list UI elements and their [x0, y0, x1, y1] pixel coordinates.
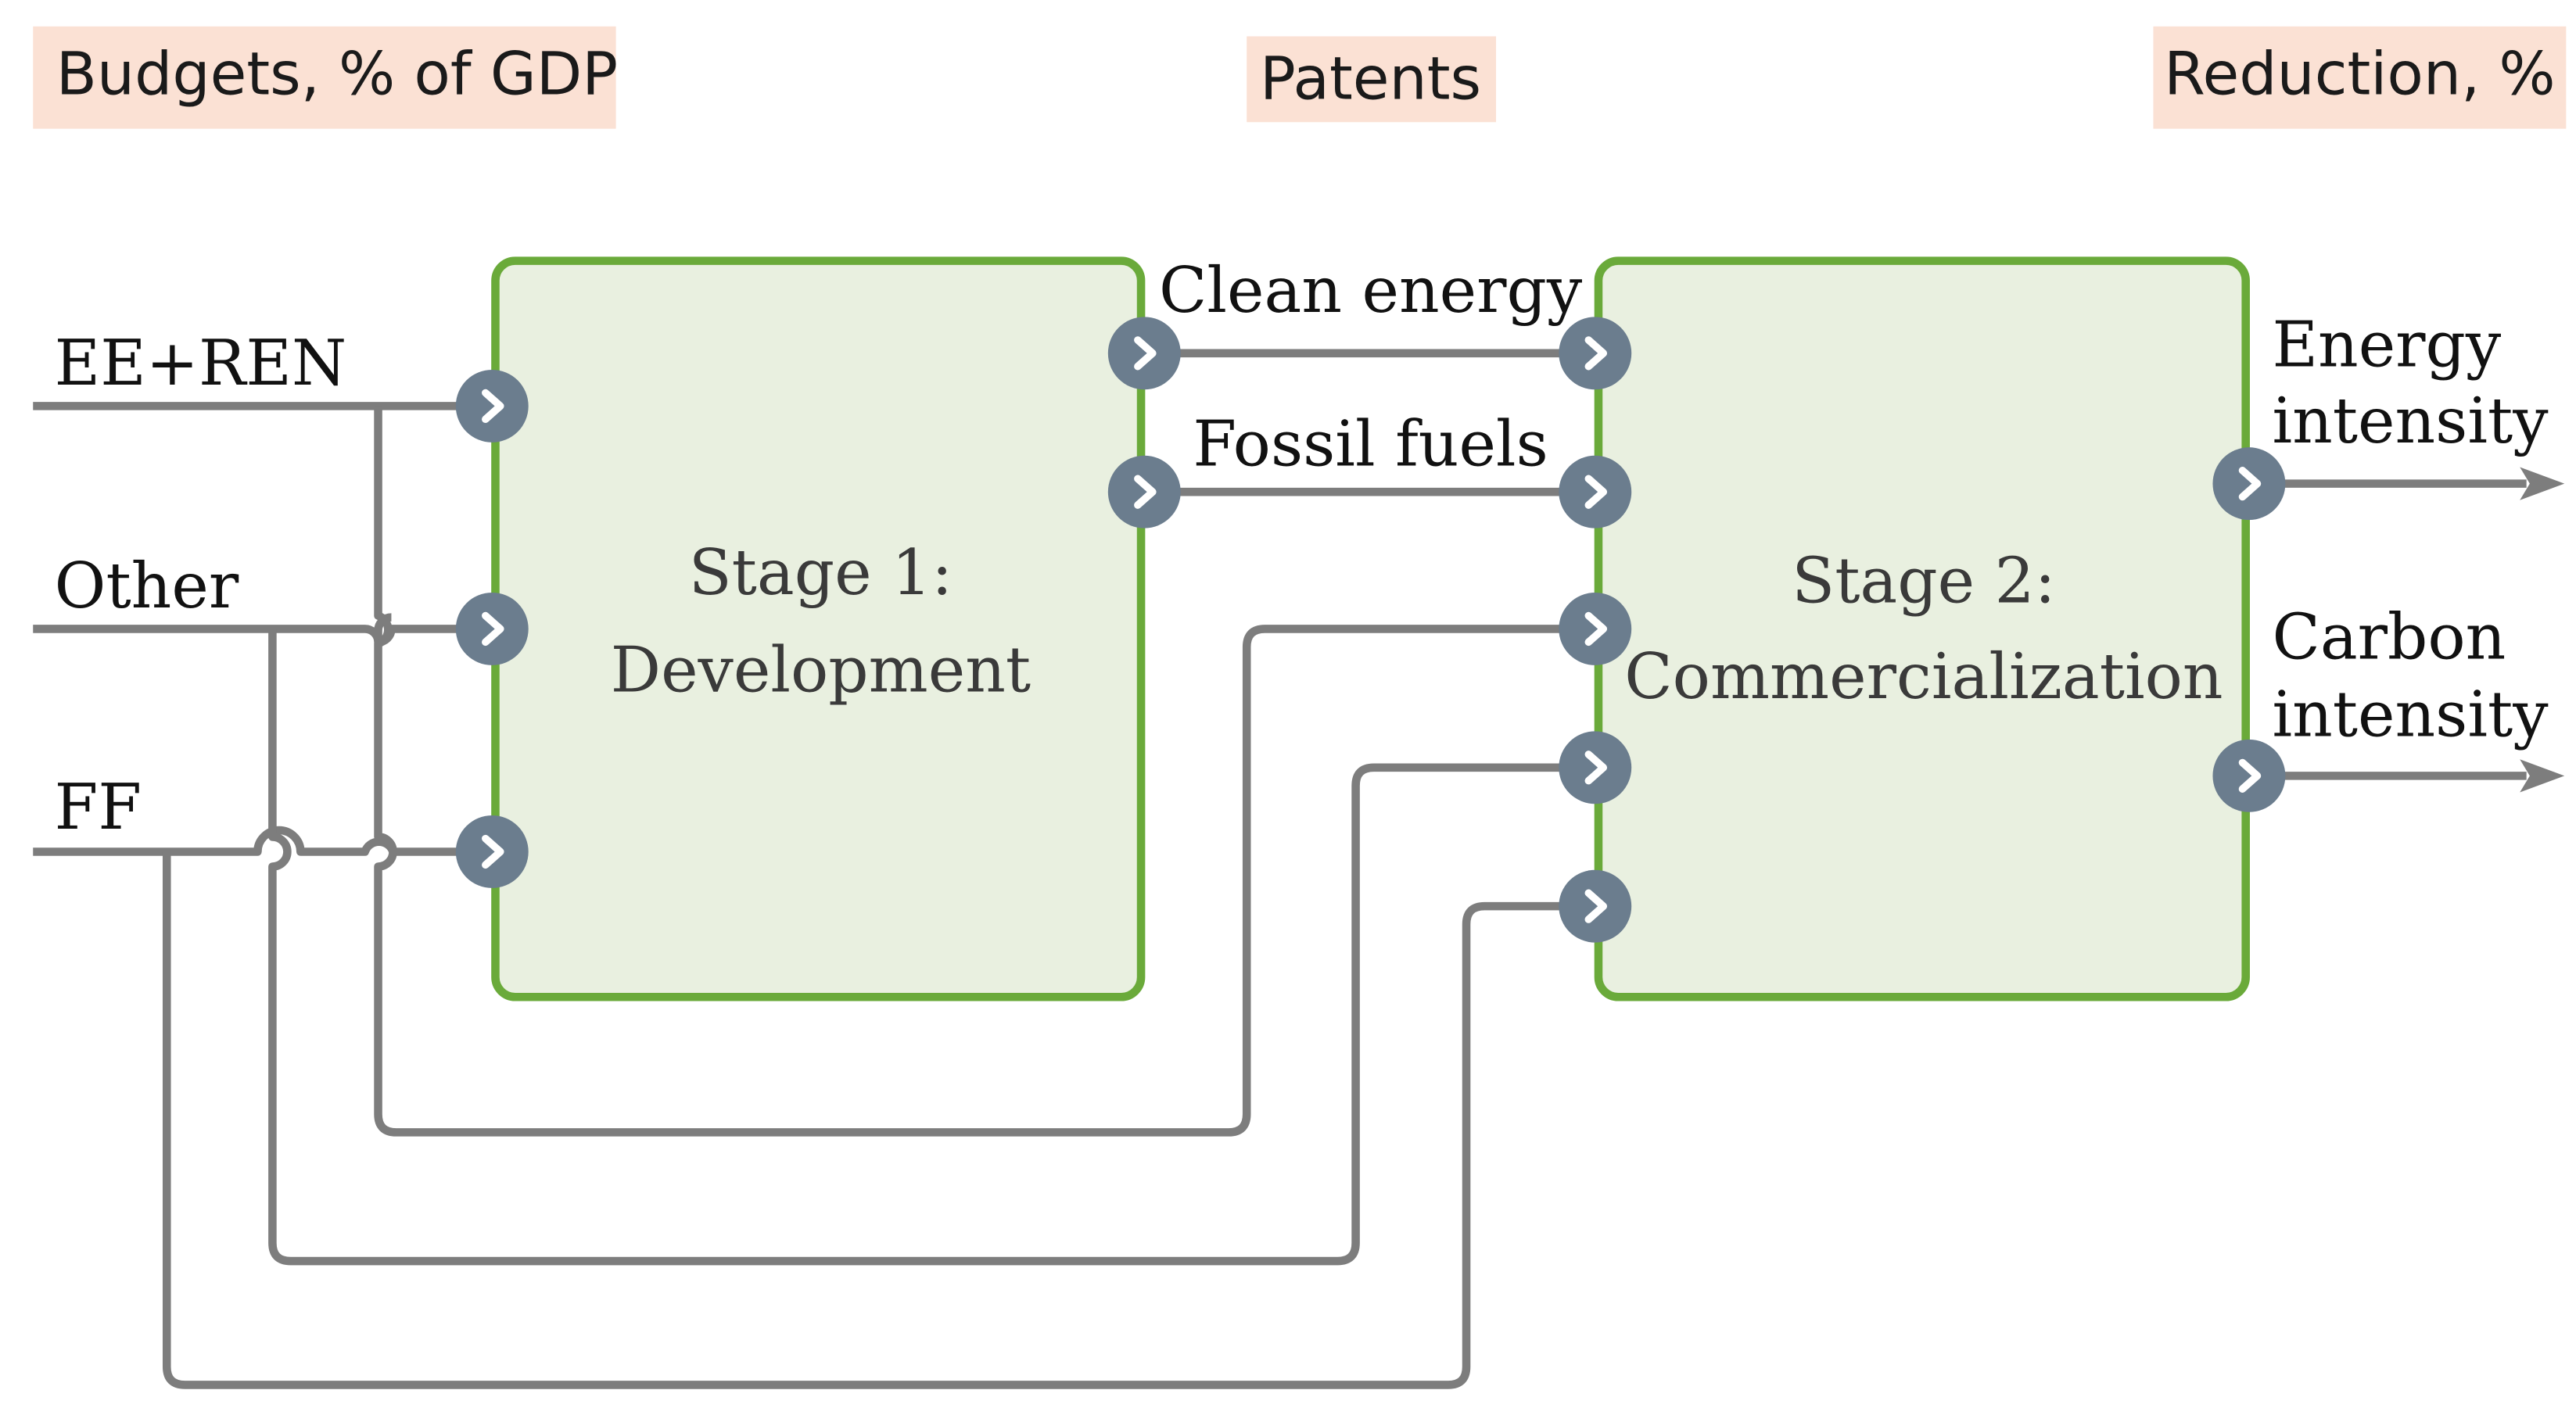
port-stage2-in-fossil-icon	[1559, 455, 1632, 528]
port-stage1-out-clean-icon	[1107, 317, 1181, 390]
bypass-wires	[162, 406, 1595, 1389]
header-budgets-bg	[33, 26, 616, 129]
patent-wires	[1144, 349, 1595, 496]
port-stage1-in-other-icon	[455, 592, 529, 665]
header-reduction-text: Reduction, %	[2164, 38, 2555, 108]
port-stage2-in-other-icon	[1559, 731, 1632, 804]
output-wires	[2248, 467, 2565, 793]
output-label-energy-2: intensity	[2272, 385, 2549, 457]
output-label-energy-1: Energy	[2272, 309, 2501, 382]
ports	[455, 317, 2286, 943]
stage2-box	[1594, 256, 2250, 1001]
stage1-box	[491, 256, 1146, 1001]
header-reduction: Reduction, %	[2153, 26, 2567, 129]
port-stage1-in-ff-icon	[455, 815, 529, 888]
patent-label-fossil: Fossil fuels	[1193, 407, 1548, 480]
wire-eeren-bypass	[374, 406, 1595, 1137]
stage1-subtitle: Development	[611, 634, 1031, 707]
output-label-carbon-2: intensity	[2272, 679, 2549, 751]
header-budgets: Budgets, % of GDP	[33, 26, 618, 129]
header-patents-text: Patents	[1260, 44, 1481, 113]
port-stage1-out-fossil-icon	[1107, 455, 1181, 528]
arrowhead-carbon-intensity	[2520, 759, 2565, 793]
input-label-other: Other	[55, 550, 239, 622]
port-stage2-out-energy-icon	[2212, 447, 2286, 521]
stage1-title: Stage 1:	[689, 536, 953, 609]
input-label-ff: FF	[55, 771, 142, 844]
input-label-eeren: EE+REN	[55, 327, 346, 399]
stage2-title: Stage 2:	[1792, 545, 2055, 618]
wire-other-bypass	[268, 629, 1595, 1266]
port-stage2-in-eeren-icon	[1559, 592, 1632, 665]
header-reduction-bg	[2153, 26, 2567, 129]
port-stage2-in-clean-icon	[1559, 317, 1632, 390]
patent-label-clean: Clean energy	[1159, 254, 1583, 327]
stage2-subtitle: Commercialization	[1624, 640, 2223, 713]
port-stage2-in-ff-icon	[1559, 869, 1632, 943]
port-stage2-out-carbon-icon	[2212, 739, 2286, 812]
header-patents: Patents	[1247, 36, 1497, 123]
header-patents-bg	[1247, 36, 1497, 123]
arrowhead-energy-intensity	[2520, 467, 2565, 500]
wire-ff-bypass	[162, 851, 1595, 1389]
header-budgets-text: Budgets, % of GDP	[56, 38, 618, 108]
output-label-carbon-1: Carbon	[2272, 600, 2506, 673]
port-stage1-in-eeren-icon	[455, 369, 529, 442]
